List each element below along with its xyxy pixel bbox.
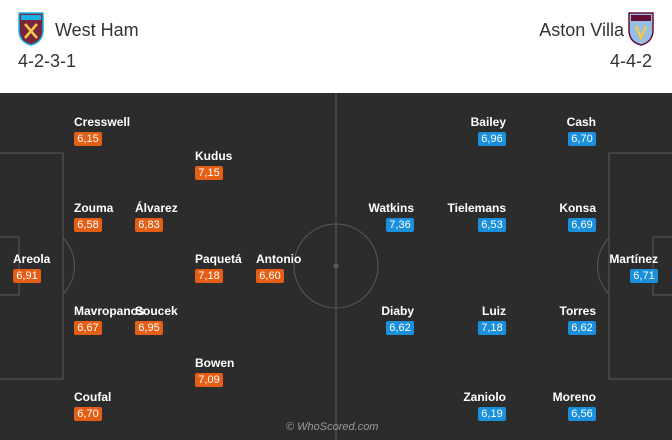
player-rating: 7,09 <box>195 373 223 387</box>
player-rating: 6,71 <box>630 269 658 283</box>
player-card[interactable]: Konsa 6,69 <box>526 201 596 233</box>
player-name: Cash <box>566 115 596 129</box>
player-rating: 6,62 <box>568 321 596 335</box>
home-formation: 4-2-3-1 <box>18 51 77 71</box>
player-name: Soucek <box>135 304 178 318</box>
player-name: Antonio <box>256 252 302 266</box>
west-ham-crest-icon <box>18 12 44 46</box>
player-card[interactable]: Martínez 6,71 <box>588 252 658 284</box>
player-card[interactable]: Zaniolo 6,19 <box>436 390 506 422</box>
player-card[interactable]: Moreno 6,56 <box>526 390 596 422</box>
match-header: West Ham 4-2-3-1 Aston Villa 4-4-2 <box>0 0 672 93</box>
player-name: Diaby <box>381 304 414 318</box>
player-name: Bailey <box>470 115 506 129</box>
player-rating: 6,70 <box>74 407 102 421</box>
player-rating: 6,15 <box>74 132 102 146</box>
aston-villa-crest-icon <box>628 12 654 46</box>
player-rating: 6,70 <box>568 132 596 146</box>
pitch-lines <box>0 93 672 440</box>
player-card[interactable]: Watkins 7,36 <box>344 201 414 233</box>
player-name: Zouma <box>74 201 114 215</box>
player-rating: 6,69 <box>568 218 596 232</box>
player-name: Konsa <box>559 201 596 215</box>
player-name: Mavropanos <box>74 304 145 318</box>
pitch: Cresswell 6,15 Kudus 7,15 Zouma 6,58 Álv… <box>0 93 672 440</box>
player-name: Bowen <box>195 356 235 370</box>
player-card[interactable]: Areola 6,91 <box>13 252 83 284</box>
player-name: Kudus <box>195 149 233 163</box>
home-team-name[interactable]: West Ham <box>55 20 139 40</box>
player-name: Álvarez <box>135 201 178 215</box>
player-name: Paquetá <box>195 252 242 266</box>
player-name: Watkins <box>368 201 414 215</box>
player-name: Zaniolo <box>463 390 506 404</box>
player-card[interactable]: Diaby 6,62 <box>344 304 414 336</box>
player-card[interactable]: Cresswell 6,15 <box>74 115 144 147</box>
player-card[interactable]: Zouma 6,58 <box>74 201 144 233</box>
player-rating: 6,96 <box>478 132 506 146</box>
player-name: Cresswell <box>74 115 131 129</box>
player-rating: 6,62 <box>386 321 414 335</box>
player-card[interactable]: Cash 6,70 <box>526 115 596 147</box>
player-card[interactable]: Paquetá 7,18 <box>195 252 265 284</box>
player-card[interactable]: Soucek 6,95 <box>135 304 205 336</box>
player-rating: 6,95 <box>135 321 163 335</box>
player-rating: 7,36 <box>386 218 414 232</box>
player-card[interactable]: Tielemans 6,53 <box>436 201 506 233</box>
player-card[interactable]: Bailey 6,96 <box>436 115 506 147</box>
player-name: Martínez <box>609 252 658 266</box>
player-rating: 7,15 <box>195 166 223 180</box>
player-card[interactable]: Álvarez 6,83 <box>135 201 205 233</box>
player-rating: 7,18 <box>478 321 506 335</box>
player-name: Torres <box>559 304 596 318</box>
player-card[interactable]: Luiz 7,18 <box>436 304 506 336</box>
player-name: Tielemans <box>447 201 506 215</box>
player-rating: 6,53 <box>478 218 506 232</box>
watermark: © WhoScored.com <box>286 421 379 433</box>
player-card[interactable]: Bowen 7,09 <box>195 356 265 388</box>
player-card[interactable]: Coufal 6,70 <box>74 390 144 422</box>
player-card[interactable]: Antonio 6,60 <box>256 252 326 284</box>
player-rating: 6,58 <box>74 218 102 232</box>
player-rating: 6,67 <box>74 321 102 335</box>
player-name: Coufal <box>74 390 112 404</box>
player-card[interactable]: Mavropanos 6,67 <box>74 304 145 336</box>
player-rating: 6,60 <box>256 269 284 283</box>
player-card[interactable]: Torres 6,62 <box>526 304 596 336</box>
player-name: Areola <box>13 252 51 266</box>
player-card[interactable]: Kudus 7,15 <box>195 149 265 181</box>
player-rating: 6,91 <box>13 269 41 283</box>
away-team-name[interactable]: Aston Villa <box>539 20 624 40</box>
player-rating: 6,56 <box>568 407 596 421</box>
player-name: Luiz <box>482 304 506 318</box>
player-rating: 7,18 <box>195 269 223 283</box>
player-rating: 6,19 <box>478 407 506 421</box>
away-formation: 4-4-2 <box>609 51 652 71</box>
player-rating: 6,83 <box>135 218 163 232</box>
player-name: Moreno <box>552 390 596 404</box>
